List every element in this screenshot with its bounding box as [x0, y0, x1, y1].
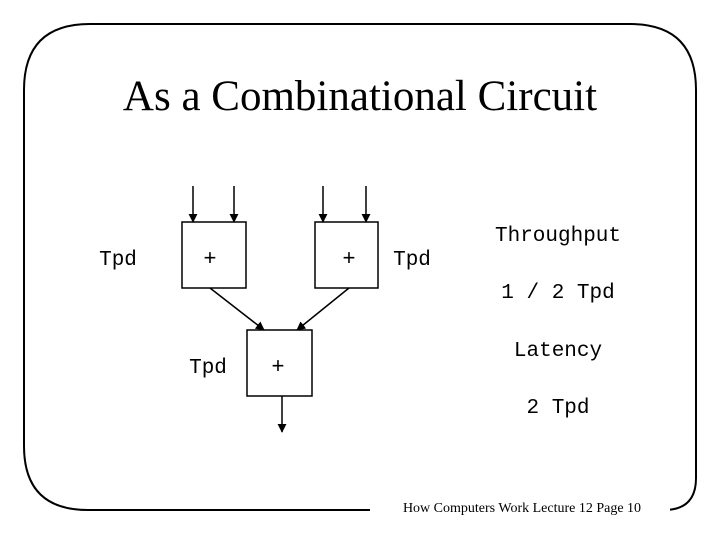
footer-background [370, 494, 670, 520]
latency-label: Latency [514, 340, 602, 363]
right-adder-delay-label: Tpd [393, 249, 431, 272]
left-adder-delay-label: Tpd [99, 249, 137, 272]
throughput-label: Throughput [495, 225, 621, 248]
left-to-bottom-arrow [209, 287, 265, 331]
right-adder-symbol: + [342, 247, 355, 272]
right-adder-box [314, 221, 379, 289]
footer-text: How Computers Work Lecture 12 Page 10 [403, 501, 641, 516]
latency-value: 2 Tpd [526, 397, 589, 420]
right-to-bottom-arrow [296, 287, 350, 331]
bottom-adder-symbol: + [271, 355, 284, 380]
left-adder-symbol: + [203, 247, 216, 272]
bottom-adder-box [246, 329, 313, 397]
bottom-adder-delay-label: Tpd [189, 357, 227, 380]
page-title: As a Combinational Circuit [123, 73, 597, 120]
slide-frame [23, 23, 697, 511]
left-adder-box [181, 221, 247, 289]
throughput-value: 1 / 2 Tpd [501, 282, 614, 305]
